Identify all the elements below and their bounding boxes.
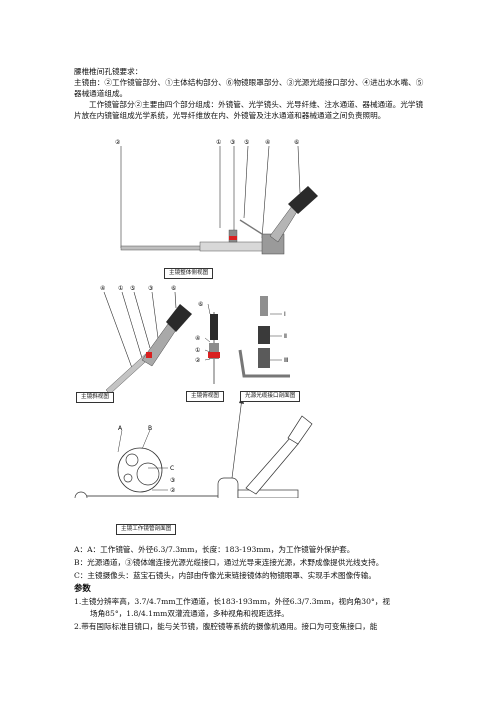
label-front-4: ④	[195, 335, 200, 342]
label-top-4: ④	[265, 139, 270, 146]
figure-oblique-view	[103, 291, 192, 395]
caption-side-view: 主镜整体侧视图	[164, 268, 214, 279]
caption-oblique-view: 主镜斜视图	[76, 392, 114, 403]
label-top-5: ⑤	[244, 139, 249, 146]
param-1-line-1: 1.主镜分辨率高，3.7/4.7mm工作通道，长183-193mm，外径6.3/…	[74, 597, 390, 606]
figure-light-interface	[238, 296, 290, 378]
label-light-3: Ⅲ	[284, 357, 288, 364]
figure-cross-section	[74, 415, 313, 498]
label-side-5: ⑤	[130, 285, 135, 292]
caption-light-interface: 光源光缆接口剖面图	[240, 391, 301, 402]
figure-side-view	[120, 145, 318, 255]
note-c: C：主镜摄像头：蓝宝石镜头，内部由传像光束链接镜体的物镜眼罩、实现手术图像传输。	[74, 571, 376, 580]
label-light-1: Ⅰ	[284, 311, 286, 318]
label-cross-b: B	[148, 425, 152, 432]
label-front-6: ⑥	[198, 301, 203, 308]
param-1-line-2: 场角85°，1.8/4.1mm双灌流通道，多种视角和视距选择。	[90, 609, 289, 618]
params-heading: 参数	[74, 583, 91, 593]
label-top-2: ②	[115, 139, 121, 146]
label-cross-a: A	[118, 425, 123, 432]
label-side-6: ⑥	[171, 285, 176, 292]
label-top-6: ⑥	[294, 139, 299, 146]
figure-top-view	[204, 303, 220, 384]
param-2: 2.带有国际标准目镜口，能与关节镜，腹腔镜等系统的摄像机通用。接口为可变焦接口，…	[74, 622, 378, 631]
label-cross-c: C	[170, 465, 174, 472]
endoscope-figures: ② ① ③ ⑤ ④ ⑥ ④ ① ⑤ ③ ⑥ ⑥ ④ ① ②	[74, 139, 318, 498]
label-cross-2: ②	[170, 487, 176, 494]
label-front-2: ②	[195, 357, 201, 364]
structure-paragraph: 工作镜管部分②主要由四个部分组成：外镜管、光学镜头、光导纤维、注水通道、器械通道…	[74, 100, 424, 120]
label-front-1: ①	[195, 347, 200, 354]
label-side-1: ①	[118, 285, 123, 292]
note-b: B：光源通道，③镜体端连接光源光缆接口，通过光导束连接光源，术野成像提供光线支持…	[74, 558, 384, 567]
page-title: 腰椎椎间孔镜要求：	[74, 67, 143, 76]
label-cross-3: ③	[170, 477, 175, 484]
intro-paragraph: 主镜由：②工作镜管部分、①主体结构部分、⑥物镜眼罩部分、③光源光缆接口部分、④进…	[74, 78, 424, 98]
label-side-4: ④	[100, 285, 105, 292]
label-light-2: Ⅱ	[284, 333, 287, 340]
label-top-3: ③	[230, 139, 235, 146]
note-a: A：A：工作镜管、外径6.3/7.3mm，长度：183-193mm，为工作镜管外…	[74, 545, 355, 554]
label-top-1: ①	[216, 139, 221, 146]
caption-cross-section: 主镜工作镜管剖面图	[116, 524, 177, 535]
label-side-3: ③	[148, 285, 153, 292]
caption-top-view: 主镜俯视图	[186, 391, 224, 402]
